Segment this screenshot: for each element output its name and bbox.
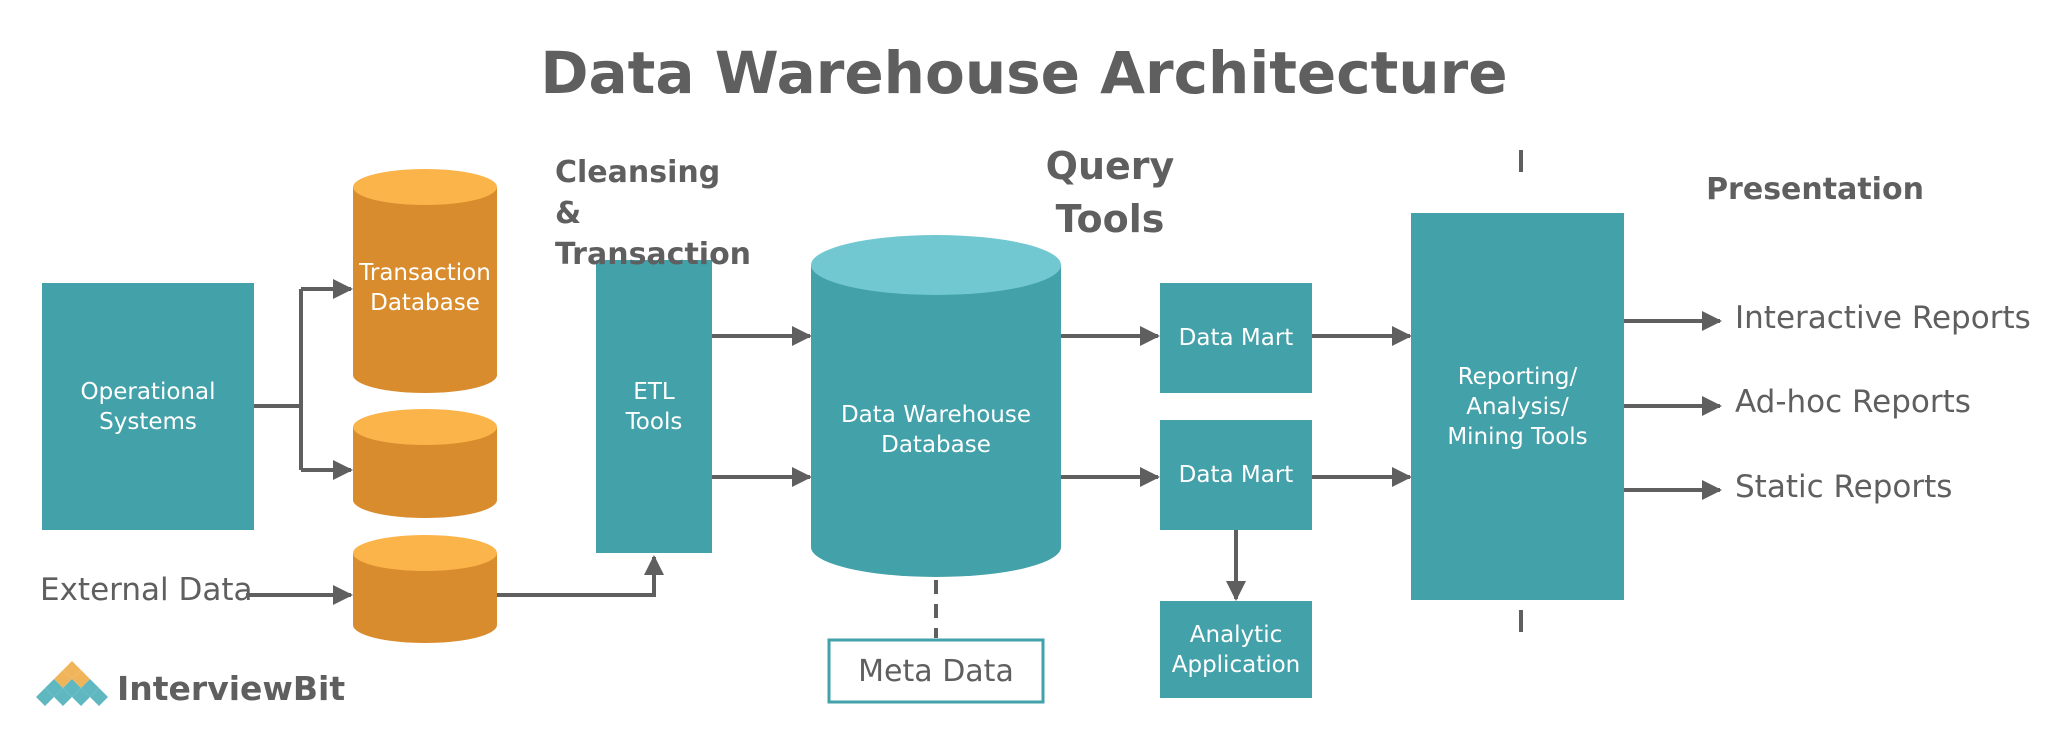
data-mart-1-label: Data Mart (1178, 325, 1294, 351)
external-to-etl-arrow (497, 555, 664, 597)
static-reports-label: Static Reports (1735, 469, 1953, 505)
reporting-tools-label: Reporting/ Analysis/ Mining Tools (1447, 363, 1588, 450)
transaction-database-cylinder (353, 169, 497, 393)
transaction-database-label: Transaction Database (359, 260, 491, 316)
data-mart-box-2 (1160, 420, 1312, 530)
adhoc-reports-label: Ad-hoc Reports (1735, 384, 1971, 420)
etl-tools-label: ETL Tools (625, 378, 683, 435)
interactive-reports-label: Interactive Reports (1735, 300, 2031, 336)
analytic-application-label: Analytic Application (1171, 621, 1301, 678)
meta-data-box (827, 638, 1045, 704)
meta-data-label: Meta Data (858, 653, 1014, 689)
presentation-heading: Presentation (1706, 172, 1924, 207)
cleansing-heading: Cleansing & Transaction (555, 155, 752, 272)
operational-systems-box (42, 283, 254, 530)
database-cylinder-2 (353, 409, 497, 518)
brand-name: InterviewBit (117, 669, 346, 708)
external-database-cylinder (353, 535, 497, 643)
data-mart-box-1 (1160, 283, 1312, 393)
query-tools-heading: Query Tools (1045, 144, 1175, 241)
operational-systems-label: Operational Systems (80, 378, 216, 435)
analytic-application-box (1160, 601, 1312, 698)
reporting-tools-box (1411, 213, 1624, 600)
data-warehouse-label: Data Warehouse Database (840, 402, 1032, 458)
page-title: Data Warehouse Architecture (540, 39, 1508, 107)
data-warehouse-cylinder (811, 235, 1061, 577)
external-data-label: External Data (40, 572, 253, 608)
operational-branch-arrows (254, 279, 353, 480)
etl-tools-box (596, 260, 712, 553)
data-mart-2-label: Data Mart (1178, 462, 1294, 488)
interviewbit-logo-icon (36, 661, 108, 706)
